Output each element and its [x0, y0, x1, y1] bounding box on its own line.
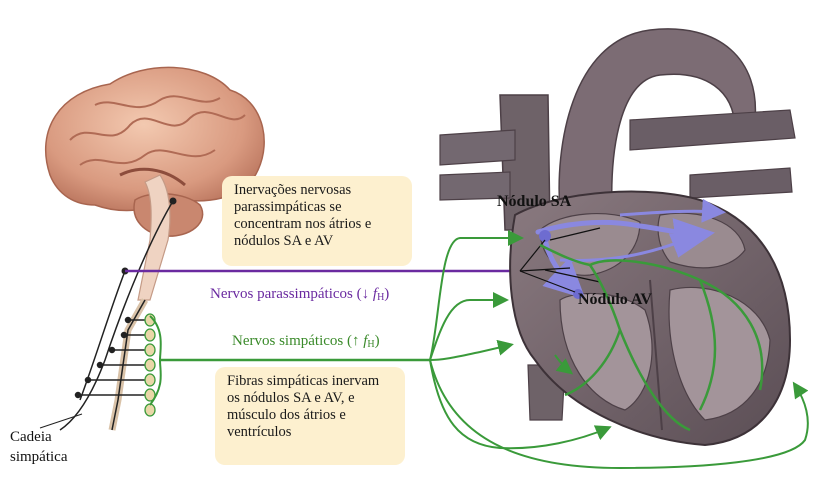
- sympathetic-chain-label: Cadeia simpática: [10, 427, 90, 467]
- parasympathetic-label-text: Nervos parassimpáticos (↓: [210, 286, 373, 302]
- av-node-label: Nódulo AV: [578, 291, 652, 309]
- close-paren: ): [384, 286, 389, 302]
- heart-illustration: [440, 29, 795, 445]
- sympathetic-nerves-label: Nervos simpáticos (↑ fH): [232, 333, 380, 350]
- parasympathetic-innervation-note: Inervações nervosas parassimpáticas se c…: [222, 176, 412, 266]
- parasympathetic-nerves-label: Nervos parassimpáticos (↓ fH): [210, 286, 389, 303]
- close-paren: ): [375, 333, 380, 349]
- sympathetic-fibers-note: Fibras simpáticas inervam os nódulos SA …: [215, 367, 405, 465]
- sa-node-label: Nódulo SA: [497, 193, 571, 211]
- fh-subscript: H: [367, 339, 374, 350]
- sympathetic-label-text: Nervos simpáticos (↑: [232, 333, 363, 349]
